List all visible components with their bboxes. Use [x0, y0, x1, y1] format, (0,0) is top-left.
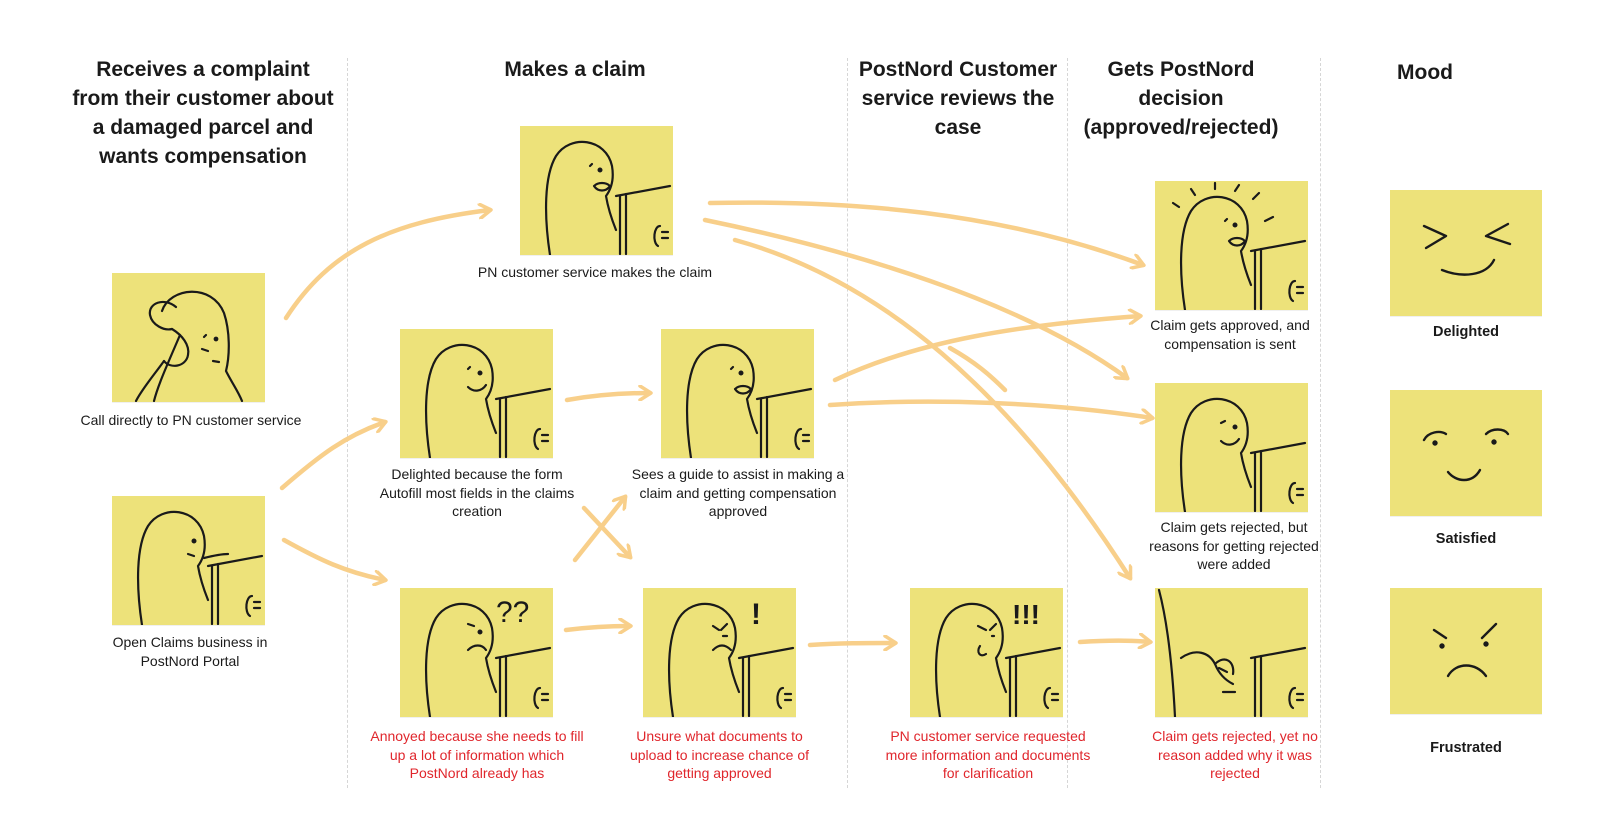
mood-label-satisfied: Satisfied [1435, 531, 1497, 547]
sticky-note-pn-claim [520, 126, 673, 255]
angry-person-at-laptop-icon: !!! [935, 599, 1062, 717]
arrow-autofill-to-annoyed [581, 505, 630, 557]
triple-exclamation: !!! [1012, 599, 1040, 630]
head-down-on-laptop-icon [1157, 588, 1307, 717]
sticky-note-portal [112, 496, 265, 625]
column-header-pn-review: PostNord Customer service reviews the ca… [858, 58, 1058, 139]
smiling-person-at-laptop-icon [425, 343, 552, 458]
mood-note-delighted [1390, 190, 1542, 316]
smiling-person-at-laptop-icon [1180, 397, 1307, 512]
column-header-decision: Gets PostNord decision (approved/rejecte… [1083, 58, 1279, 139]
arrow-guide-to-approved [832, 316, 1140, 383]
delighted-face-icon [1422, 222, 1512, 276]
arrow-pn-requested-to-rejected [1077, 641, 1150, 643]
card-pn-makes-claim: PN customer service makes the claim [477, 264, 713, 280]
frustrated-face-icon [1432, 622, 1498, 678]
mood-note-satisfied [1390, 390, 1542, 516]
column-divider [347, 58, 348, 788]
card-pn-requested: PN customer service requested more infor… [885, 728, 1091, 781]
arrow-call-to-pn-claim [283, 210, 490, 321]
mood-label-delighted: Delighted [1432, 324, 1500, 340]
mood-note-frustrated [1390, 588, 1542, 714]
satisfied-face-icon [1422, 428, 1510, 482]
sticky-note-unsure: ! [643, 588, 796, 717]
sticky-note-call [112, 273, 265, 402]
column-divider [847, 58, 848, 788]
card-open-portal: Open Claims business in PostNord Portal [112, 634, 268, 669]
arrow-pn-claim-to-rejected-no-reason [732, 237, 1130, 578]
confused-person-at-laptop-icon: ?? [425, 596, 552, 717]
column-header-mood: Mood [1397, 61, 1453, 84]
person-on-phone-icon [134, 290, 244, 402]
column-header-makes-claim: Makes a claim [504, 58, 646, 81]
worried-person-at-laptop-icon: ! [668, 598, 795, 717]
arrow-pn-claim-to-rejected-reasons [702, 217, 1127, 378]
card-rejected-no-reason: Claim gets rejected, yet no reason added… [1152, 728, 1318, 781]
arrow-portal-to-annoyed [281, 537, 385, 580]
card-autofill: Delighted because the form Autofill most… [379, 466, 575, 519]
sticky-note-rejected-reasons [1155, 383, 1308, 512]
sticky-note-annoyed: ?? [400, 588, 553, 717]
sticky-note-approved [1155, 181, 1308, 310]
arrow-guide-to-rejected-reasons [827, 399, 1152, 418]
arrow-unsure-to-pn-requested [807, 643, 895, 645]
column-divider [1067, 58, 1068, 788]
card-unsure: Unsure what documents to upload to incre… [629, 728, 809, 781]
arrow-pn-claim-curve [947, 345, 1008, 393]
arrow-portal-to-autofill [279, 422, 385, 491]
sticky-note-guide [661, 329, 814, 458]
arrow-annoyed-to-guide [572, 497, 625, 563]
column-header-receives-complaint: Receives a complaint from their customer… [72, 58, 334, 168]
card-guide: Sees a guide to assist in making a claim… [631, 466, 845, 519]
card-approved: Claim gets approved, and compensation is… [1150, 317, 1310, 352]
person-at-laptop-icon [137, 510, 264, 625]
card-call-pn: Call directly to PN customer service [80, 412, 302, 428]
arrow-pn-claim-to-approved [707, 200, 1143, 265]
sticky-note-rejected-no-reason [1155, 588, 1308, 717]
sticky-note-autofill [400, 329, 553, 458]
card-annoyed: Annoyed because she needs to fill up a l… [370, 728, 584, 781]
sticky-note-pn-requested: !!! [910, 588, 1063, 717]
arrow-autofill-to-guide [564, 393, 650, 403]
arrow-annoyed-to-unsure [563, 626, 630, 630]
card-rejected-reasons: Claim gets rejected, but reasons for get… [1149, 519, 1319, 572]
happy-person-at-laptop-icon [545, 140, 672, 255]
happy-person-at-laptop-icon [686, 343, 813, 458]
column-divider [1320, 58, 1321, 788]
question-marks: ?? [496, 596, 529, 629]
mood-label-frustrated: Frustrated [1430, 740, 1502, 756]
excited-person-at-laptop-icon [1171, 181, 1307, 310]
exclamation-mark: ! [751, 598, 761, 631]
